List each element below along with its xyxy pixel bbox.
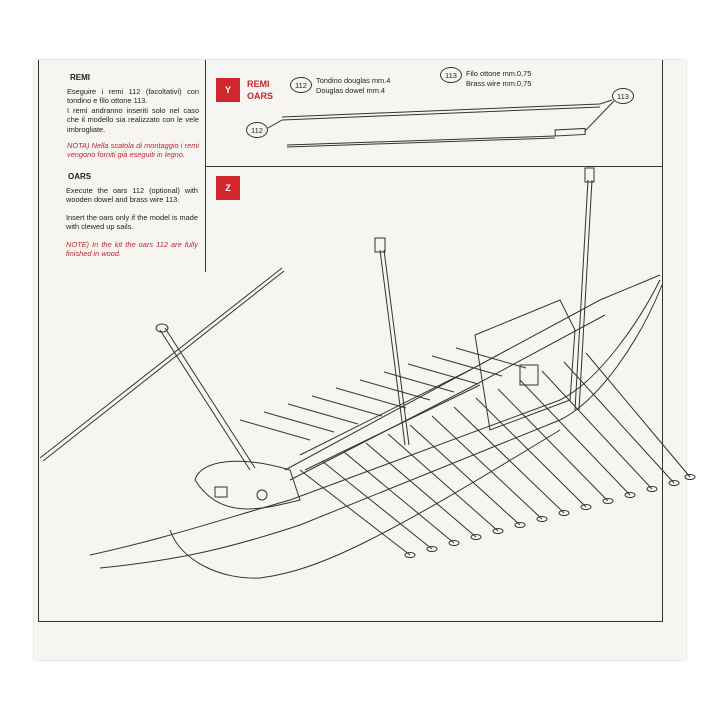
oars-heading: OARS	[68, 172, 92, 181]
oar-shaft	[453, 406, 565, 514]
oar-bank	[239, 347, 696, 558]
oar-shaft	[519, 379, 631, 496]
oar-shaft	[475, 397, 587, 508]
oar-shaft	[299, 469, 411, 556]
oar-shaft-port	[335, 387, 407, 409]
step-y-label-it: REMI	[247, 79, 270, 89]
frame-border-bottom	[38, 621, 663, 622]
step-y-badge: Y	[216, 78, 240, 102]
part-112-callout-pointer: 112	[246, 122, 268, 138]
oar-shaft-port	[287, 403, 359, 425]
oar-shaft-port	[383, 371, 455, 393]
galley-drawing	[39, 167, 663, 579]
remi-heading: REMI	[70, 73, 90, 82]
oar-shaft-port	[311, 395, 383, 417]
oar-blade	[426, 546, 438, 552]
frame-border-left	[38, 60, 39, 622]
oar-blade	[668, 480, 680, 486]
oar-shaft-port	[239, 419, 311, 441]
oar-shaft-port	[263, 411, 335, 433]
oar-shaft	[387, 433, 499, 532]
oar-shaft	[365, 442, 477, 538]
step-y-label-en: OARS	[247, 91, 274, 101]
remi-note: NOTA) Nella scatola di montaggio i remi …	[67, 141, 199, 160]
part-112-callout: 112	[290, 77, 312, 93]
oar-part-drawings	[267, 99, 615, 148]
step-z-badge: Z	[216, 176, 240, 200]
part-112-desc-it: Tondino douglas mm.4	[316, 76, 391, 85]
oar-shaft	[321, 460, 433, 550]
oar-blade	[558, 510, 570, 516]
oar-blade	[624, 492, 636, 498]
oar-blade	[580, 504, 592, 510]
oar-shaft	[497, 388, 609, 502]
part-113-callout-pointer: 113	[612, 88, 634, 104]
oars-paragraph-1: Execute the oars 112 (optional) with woo…	[66, 186, 198, 205]
frame-border-right	[662, 60, 663, 622]
oar-blade	[404, 552, 416, 558]
oar-shaft	[585, 352, 691, 478]
remi-paragraph-1: Eseguire i remi 112 (facoltativi) con to…	[67, 87, 199, 106]
oar-shaft-port	[431, 355, 503, 377]
part-113-desc-it: Filo ottone mm.0,75	[466, 69, 532, 78]
oar-shaft	[431, 415, 543, 520]
part-112-desc-en: Douglas dowel mm.4	[316, 86, 386, 95]
oar-blade	[514, 522, 526, 528]
oar-shaft	[541, 370, 653, 490]
step-divider	[205, 166, 663, 167]
oar-shaft-port	[407, 363, 479, 385]
oars-note: NOTE) In the kit the oars 112 are fully …	[66, 240, 198, 259]
oar-blade	[448, 540, 460, 546]
oar-blade	[470, 534, 482, 540]
part-113-desc-en: Brass wire mm.0,75	[466, 79, 532, 88]
oar-blade	[646, 486, 658, 492]
oar-blade	[684, 474, 696, 480]
oar-shaft	[343, 451, 455, 544]
oar-shaft	[409, 424, 521, 526]
oar-blade	[492, 528, 504, 534]
oar-shaft-port	[455, 347, 527, 369]
part-113-callout: 113	[440, 67, 462, 83]
oar-blade	[536, 516, 548, 522]
remi-paragraph-2: I remi andranno inseriti solo nel caso c…	[67, 106, 199, 134]
oar-shaft	[563, 361, 675, 484]
oars-paragraph-2: Insert the oars only if the model is mad…	[66, 213, 198, 232]
oar-blade	[602, 498, 614, 504]
oar-shaft-port	[359, 379, 431, 401]
